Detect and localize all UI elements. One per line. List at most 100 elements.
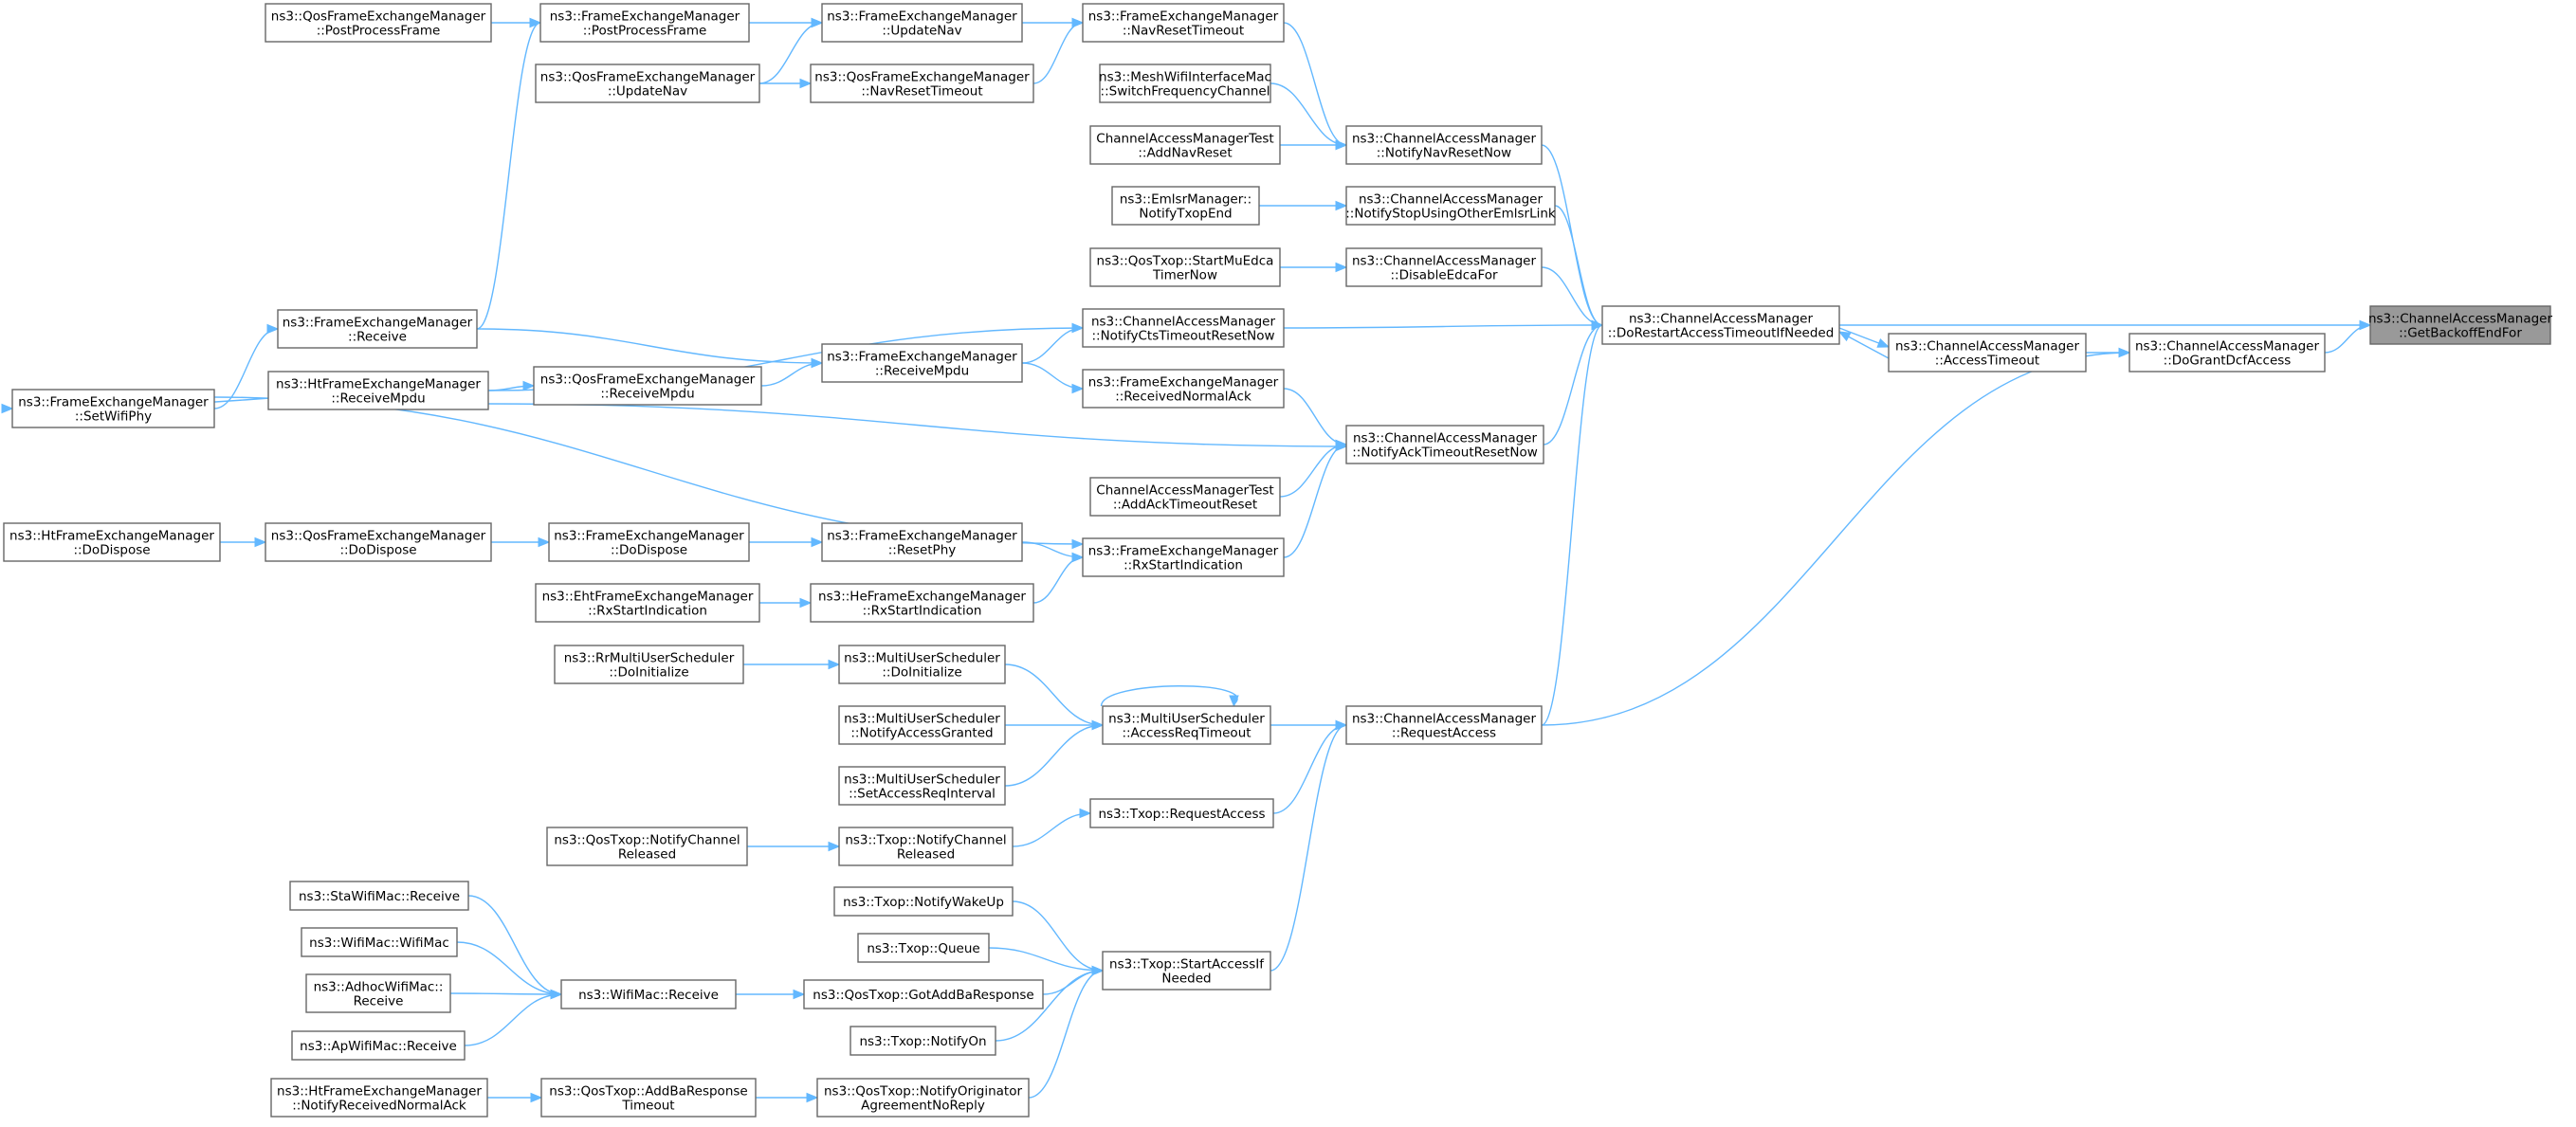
node-n40[interactable]: ns3::MultiUserScheduler::SetAccessReqInt… xyxy=(838,766,1006,806)
node-n49[interactable]: ns3::StaWifiMac::Receive xyxy=(289,881,469,911)
node-n25[interactable]: ns3::QosFrameExchangeManager::PostProces… xyxy=(265,3,492,43)
node-n23[interactable]: ns3::FrameExchangeManager::PostProcessFr… xyxy=(539,3,750,43)
node-n13[interactable]: ns3::ChannelAccessManager::NotifyCtsTime… xyxy=(1082,308,1285,348)
node-label: ns3::FrameExchangeManager xyxy=(1088,375,1279,391)
node-n21[interactable]: ns3::FrameExchangeManager::UpdateNav xyxy=(821,3,1023,43)
node-box xyxy=(11,389,215,428)
node-label: ns3::MultiUserScheduler xyxy=(844,712,1000,727)
node-n34[interactable]: ns3::HtFrameExchangeManager::DoDispose xyxy=(3,522,221,562)
node-label: ns3::MeshWifiInterfaceMac xyxy=(1099,70,1271,85)
node-n52[interactable]: ns3::ApWifiMac::Receive xyxy=(291,1030,466,1061)
edge-arrowhead xyxy=(538,536,551,548)
edge-n14-n15 xyxy=(1283,388,1348,450)
node-n12[interactable]: ns3::ChannelAccessManager::DisableEdcaFo… xyxy=(1345,247,1543,287)
edge-arrowhead xyxy=(522,380,536,391)
node-n27[interactable]: ns3::FrameExchangeManager::SetWifiPhy xyxy=(11,389,215,428)
edge-line xyxy=(1012,900,1104,972)
edge-n11-n12 xyxy=(1279,262,1348,273)
edge-n4-n2 xyxy=(1541,319,1604,726)
node-n24[interactable]: ns3::QosFrameExchangeManager::UpdateNav xyxy=(535,64,760,103)
edge-line xyxy=(1270,724,1347,972)
node-label: Released xyxy=(618,847,676,863)
node-label: ::DoDispose xyxy=(73,543,150,558)
edge-n17-n15 xyxy=(1283,439,1348,558)
node-n28[interactable]: ns3::FrameExchangeManager::ReceiveMpdu xyxy=(821,343,1023,383)
node-n47[interactable]: ns3::QosTxop::NotifyOriginatorAgreementN… xyxy=(816,1078,1030,1118)
node-label: ns3::ChannelAccessManager xyxy=(1352,254,1537,269)
edge-arrowhead xyxy=(1,403,14,414)
node-label: ns3::ChannelAccessManager xyxy=(1359,192,1544,208)
edge-line xyxy=(1100,685,1238,707)
node-n31[interactable]: ns3::FrameExchangeManager::ResetPhy xyxy=(821,522,1023,562)
edge-n36-n35 xyxy=(759,597,813,609)
node-n19[interactable]: ns3::Txop::RequestAccess xyxy=(1089,798,1274,828)
node-label: ::PostProcessFrame xyxy=(317,24,441,39)
node-n50[interactable]: ns3::WifiMac::WifiMac xyxy=(301,927,458,957)
node-n29[interactable]: ns3::HtFrameExchangeManager::ReceiveMpdu xyxy=(267,371,489,410)
node-n5[interactable]: ns3::FrameExchangeManager::NavResetTimeo… xyxy=(1082,3,1285,43)
node-n16[interactable]: ChannelAccessManagerTest::AddAckTimeoutR… xyxy=(1089,477,1281,517)
node-n15[interactable]: ns3::ChannelAccessManager::NotifyAckTime… xyxy=(1345,425,1544,464)
node-n3[interactable]: ns3::ChannelAccessManager::AccessTimeout xyxy=(1888,333,2087,373)
node-n17[interactable]: ns3::FrameExchangeManager::RxStartIndica… xyxy=(1082,537,1285,577)
edge-n40-n18 xyxy=(1004,719,1105,787)
node-box xyxy=(1345,425,1544,464)
edge-arrowhead xyxy=(550,989,563,1000)
node-n0[interactable]: ns3::ChannelAccessManager::GetBackoffEnd… xyxy=(2368,305,2553,345)
edge-n54-n53 xyxy=(487,1092,543,1103)
node-label: ::NotifyCtsTimeoutResetNow xyxy=(1091,329,1274,344)
edge-arrowhead xyxy=(811,17,824,28)
node-n30[interactable]: ns3::QosFrameExchangeManager::ReceiveMpd… xyxy=(533,366,762,406)
node-n44[interactable]: ns3::Txop::Queue xyxy=(857,933,990,963)
node-n51[interactable]: ns3::AdhocWifiMac::Receive xyxy=(305,973,451,1013)
node-n8[interactable]: ns3::ChannelAccessManager::NotifyNavRese… xyxy=(1345,125,1543,165)
node-n45[interactable]: ns3::QosTxop::GotAddBaResponse xyxy=(803,979,1044,1009)
node-n22[interactable]: ns3::QosFrameExchangeManager::NavResetTi… xyxy=(810,64,1034,103)
node-n2[interactable]: ns3::ChannelAccessManager::DoRestartAcce… xyxy=(1601,305,1840,345)
node-n48[interactable]: ns3::WifiMac::Receive xyxy=(560,979,737,1009)
node-n37[interactable]: ns3::MultiUserScheduler::DoInitialize xyxy=(838,645,1006,684)
node-label: ::NavResetTimeout xyxy=(861,84,982,100)
node-n39[interactable]: ns3::MultiUserScheduler::NotifyAccessGra… xyxy=(838,705,1006,745)
node-box xyxy=(265,522,492,562)
node-n36[interactable]: ns3::EhtFrameExchangeManager::RxStartInd… xyxy=(535,583,760,623)
node-n32[interactable]: ns3::FrameExchangeManager::DoDispose xyxy=(548,522,750,562)
node-n46[interactable]: ns3::Txop::NotifyOn xyxy=(850,1026,996,1056)
node-box xyxy=(1082,3,1285,43)
node-n33[interactable]: ns3::QosFrameExchangeManager::DoDispose xyxy=(265,522,492,562)
edge-n42-n41 xyxy=(746,841,841,852)
node-n14[interactable]: ns3::FrameExchangeManager::ReceivedNorma… xyxy=(1082,369,1285,409)
edge-arrowhead xyxy=(799,78,813,89)
node-label: ns3::QosFrameExchangeManager xyxy=(540,70,756,85)
node-n38[interactable]: ns3::RrMultiUserScheduler::DoInitialize xyxy=(554,645,744,684)
node-n43[interactable]: ns3::Txop::NotifyWakeUp xyxy=(833,886,1014,917)
node-n35[interactable]: ns3::HeFrameExchangeManager::RxStartIndi… xyxy=(810,583,1034,623)
node-n54[interactable]: ns3::HtFrameExchangeManager::NotifyRecei… xyxy=(270,1078,488,1118)
node-n26[interactable]: ns3::FrameExchangeManager::Receive xyxy=(277,309,478,349)
node-label: ns3::QosTxop::GotAddBaResponse xyxy=(813,988,1033,1003)
node-n1[interactable]: ns3::ChannelAccessManager::DoGrantDcfAcc… xyxy=(2128,333,2326,373)
edge-n13-n2 xyxy=(1283,319,1604,331)
edge-arrowhead xyxy=(254,536,267,548)
node-n6[interactable]: ns3::MeshWifiInterfaceMac::SwitchFrequen… xyxy=(1099,64,1271,103)
node-label: ns3::Txop::NotifyOn xyxy=(859,1034,986,1049)
node-n9[interactable]: ns3::EmlsrManager::NotifyTxopEnd xyxy=(1111,186,1260,226)
node-box xyxy=(277,309,478,349)
node-label: Released xyxy=(897,847,955,863)
node-n4[interactable]: ns3::ChannelAccessManager::RequestAccess xyxy=(1345,705,1543,745)
node-n10[interactable]: ns3::ChannelAccessManager::NotifyStopUsi… xyxy=(1345,186,1556,226)
edge-line xyxy=(1270,82,1347,146)
edge-n4-n1 xyxy=(1541,347,2131,726)
node-n18[interactable]: ns3::MultiUserScheduler::AccessReqTimeou… xyxy=(1102,705,1271,745)
node-box xyxy=(535,64,760,103)
edge-line xyxy=(456,941,562,995)
node-n7[interactable]: ChannelAccessManagerTest::AddNavReset xyxy=(1089,125,1281,165)
node-box xyxy=(554,645,744,684)
edge-n35-n17 xyxy=(1032,552,1085,604)
node-label: ns3::ApWifiMac::Receive xyxy=(300,1039,457,1054)
